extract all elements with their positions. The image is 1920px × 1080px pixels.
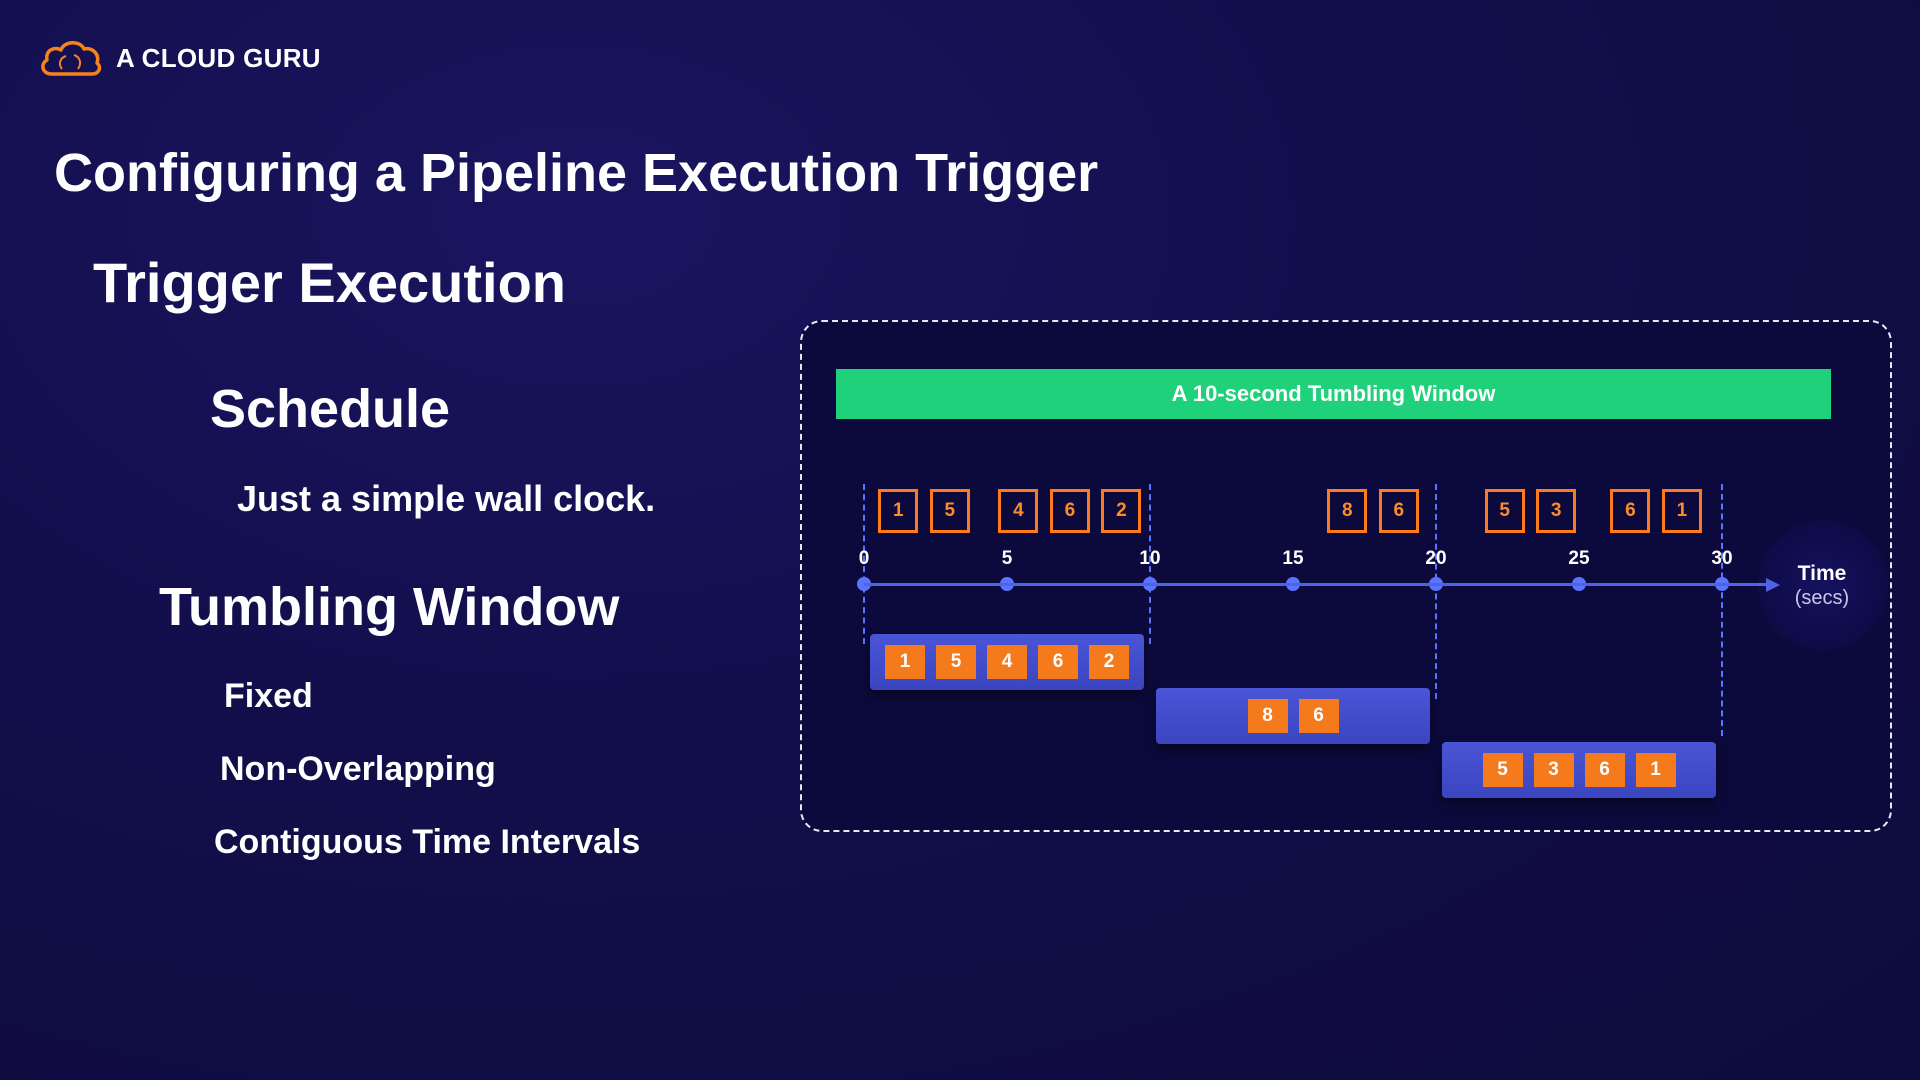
- window-event-box: 8: [1247, 699, 1288, 733]
- event-box: 1: [878, 489, 919, 533]
- event-box: 4: [998, 489, 1039, 533]
- event-box: 8: [1327, 489, 1368, 533]
- axis-tick-label: 0: [858, 548, 870, 569]
- window-event-box: 6: [1298, 699, 1339, 733]
- axis-tick-label: 20: [1425, 548, 1447, 569]
- window-boundary-line: [1721, 484, 1723, 736]
- window-event-box: 1: [1635, 753, 1676, 787]
- window-event-box: 3: [1533, 753, 1574, 787]
- schedule-description: Just a simple wall clock.: [237, 478, 656, 519]
- diagram-banner: A 10-second Tumbling Window: [836, 369, 1831, 419]
- event-box: 2: [1101, 489, 1142, 533]
- schedule-heading: Schedule: [210, 379, 451, 439]
- tumbling-window-bar: [1156, 688, 1430, 744]
- axis-tick-label: 25: [1568, 548, 1590, 569]
- event-box: 5: [1484, 489, 1525, 533]
- brand-name: A CLOUD GURU: [116, 42, 321, 73]
- window-event-box: 5: [936, 645, 976, 679]
- axis-label: Time: [1797, 562, 1847, 585]
- window-boundary-line: [1435, 484, 1437, 699]
- axis-tick-label: 5: [1001, 548, 1013, 569]
- window-boundary-line: [863, 484, 865, 644]
- axis-tick-label: 10: [1139, 548, 1161, 569]
- event-box: 3: [1536, 489, 1577, 533]
- axis-tick-label: 30: [1711, 548, 1733, 569]
- event-box: 5: [929, 489, 970, 533]
- tumbling-window-heading: Tumbling Window: [159, 577, 620, 637]
- time-axis: [864, 583, 1768, 586]
- event-box: 6: [1610, 489, 1651, 533]
- event-box: 6: [1378, 489, 1419, 533]
- time-axis-arrow-icon: [1766, 578, 1780, 592]
- tumbling-item-fixed: Fixed: [224, 677, 313, 715]
- window-event-box: 6: [1038, 645, 1078, 679]
- axis-tick-label: 15: [1282, 548, 1304, 569]
- window-event-box: 5: [1482, 753, 1523, 787]
- window-event-box: 4: [987, 645, 1027, 679]
- event-box: 6: [1049, 489, 1090, 533]
- axis-unit: (secs): [1794, 587, 1850, 609]
- window-event-box: 2: [1089, 645, 1129, 679]
- window-event-box: 6: [1584, 753, 1625, 787]
- tumbling-item-contiguous: Contiguous Time Intervals: [214, 823, 641, 861]
- section-heading: Trigger Execution: [93, 251, 566, 314]
- cloud-icon: [41, 41, 102, 76]
- window-event-box: 1: [885, 645, 925, 679]
- brand-logo: A CLOUD GURU: [38, 36, 321, 80]
- tumbling-item-non-overlapping: Non-Overlapping: [220, 750, 496, 788]
- slide-title: Configuring a Pipeline Execution Trigger: [54, 143, 1099, 203]
- window-boundary-line: [1149, 484, 1151, 644]
- event-box: 1: [1661, 489, 1702, 533]
